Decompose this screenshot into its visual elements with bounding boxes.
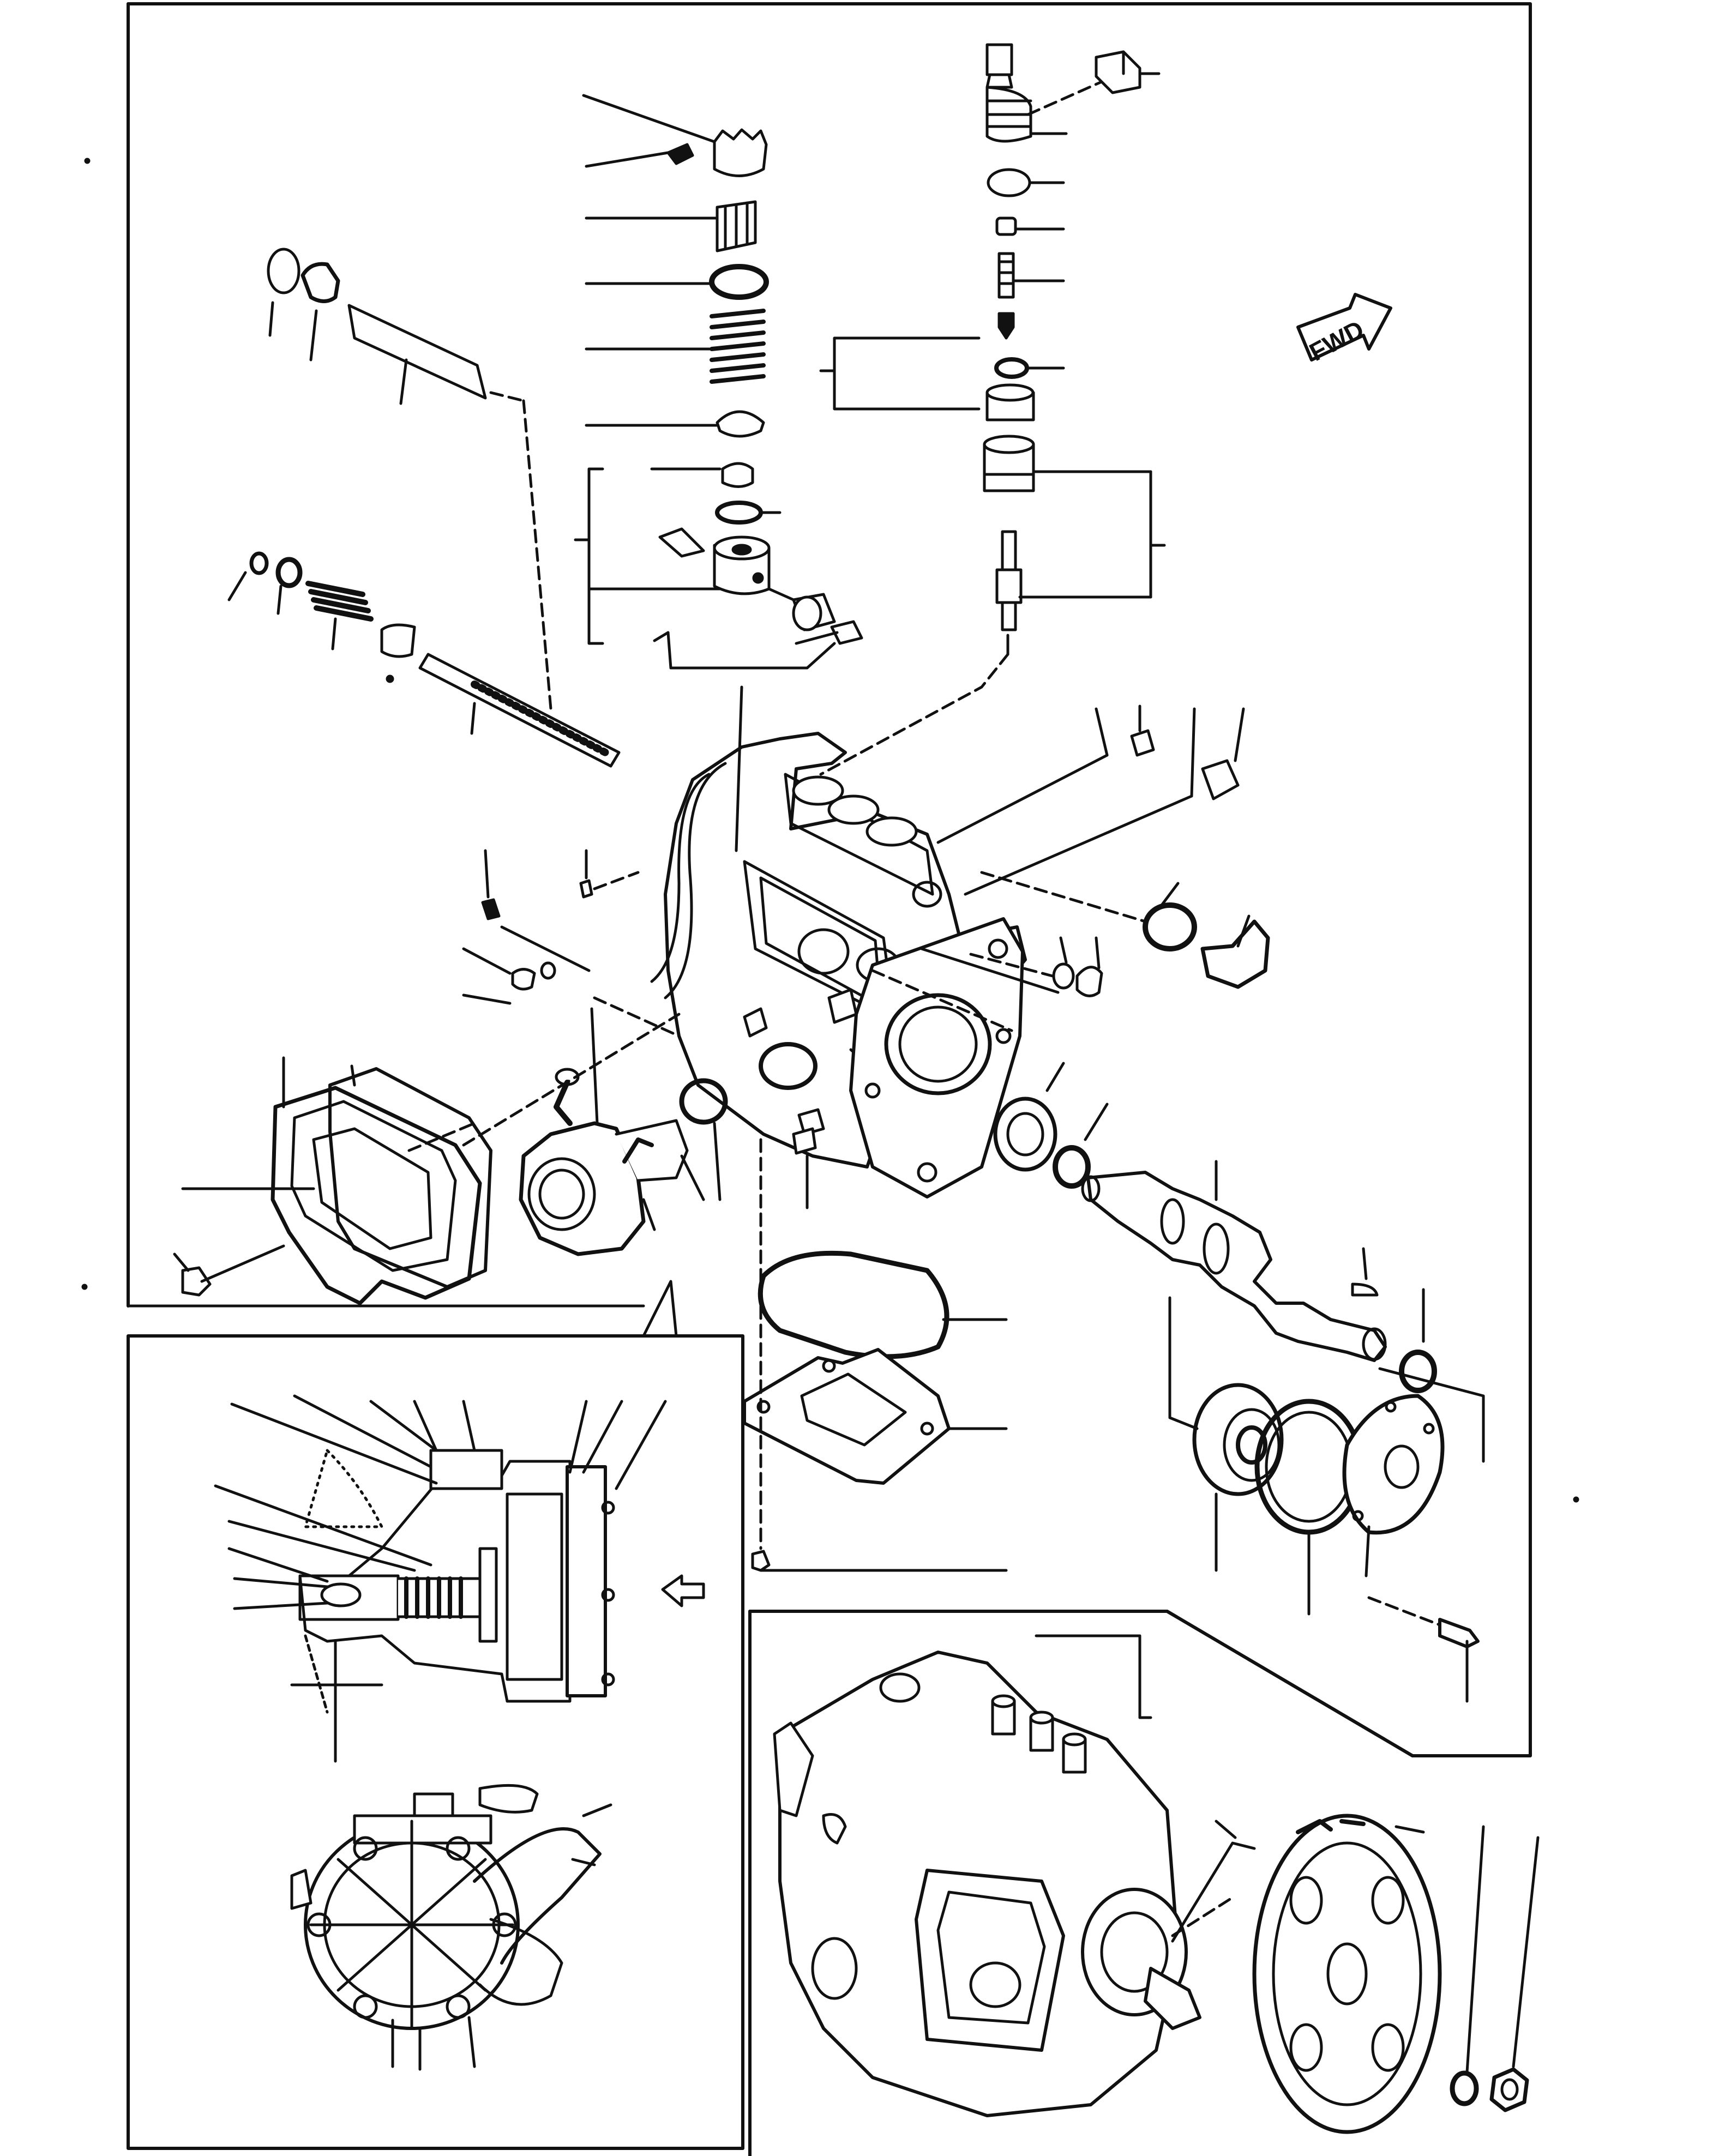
delivery-valve-holders-top xyxy=(991,1634,1152,1774)
feed-pump-gasket xyxy=(679,1078,728,1201)
woodruff-key xyxy=(1351,1247,1379,1297)
tappet-roller xyxy=(653,587,863,670)
overflow-valve xyxy=(969,936,1103,997)
camshaft xyxy=(1081,1160,1387,1362)
air-bleed-screw xyxy=(936,704,1245,896)
tappet-assembly xyxy=(574,467,771,645)
timing-gear xyxy=(1215,1814,1442,2134)
delivery-valve xyxy=(819,312,1065,421)
plunger-spring xyxy=(585,200,769,384)
spring-washer xyxy=(1450,1825,1485,2106)
bolt xyxy=(1367,1596,1480,1703)
spring-upper-seat xyxy=(585,410,782,525)
cover-gasket xyxy=(328,1064,492,1288)
bottom-plate-bolt xyxy=(751,1138,1008,1572)
sealing-washer xyxy=(980,871,1197,951)
forward-direction-arrow-icon: FWD xyxy=(1296,293,1392,366)
delivery-valve-holder xyxy=(985,43,1103,143)
o-ring xyxy=(987,168,1065,197)
ball-bearing xyxy=(993,1062,1065,1172)
bearing-retainer-plate xyxy=(1342,1394,1445,1577)
cover-screw xyxy=(173,1244,285,1297)
delivery-valve-spring xyxy=(995,216,1065,299)
inset-panel-feed-pump-section xyxy=(127,1280,744,2150)
oil-seal xyxy=(1053,1103,1109,1189)
bottom-o-ring xyxy=(758,1250,1008,1359)
plunger-barrel xyxy=(983,435,1152,492)
plunger xyxy=(995,470,1166,656)
bearing-cover-flange xyxy=(849,917,1060,1199)
flange-to-gear-guide xyxy=(1171,1841,1256,1943)
rack-guide-sleeve xyxy=(347,304,552,710)
inset-panel-pump-assembly-view xyxy=(748,1610,1414,2156)
assembly-guide-lines xyxy=(735,653,1013,1032)
camshaft-end-seal xyxy=(1378,1288,1485,1463)
control-sleeve-pinion xyxy=(582,94,768,177)
rack-cap-o-ring xyxy=(267,248,340,362)
bottom-plate-gasket xyxy=(743,1348,1008,1485)
control-rack xyxy=(418,653,621,768)
lock-nut xyxy=(1489,1836,1540,2112)
feed-pump xyxy=(519,1007,705,1256)
housing-stud-bolts xyxy=(743,1007,817,1209)
governor-link-pin xyxy=(462,849,681,1147)
plug-bolt xyxy=(1200,914,1270,989)
rack-spring xyxy=(227,551,416,683)
delivery-valve-stopper-clamp xyxy=(1095,50,1161,94)
margin-marks xyxy=(81,158,1579,1503)
bearing xyxy=(1168,1296,1284,1572)
